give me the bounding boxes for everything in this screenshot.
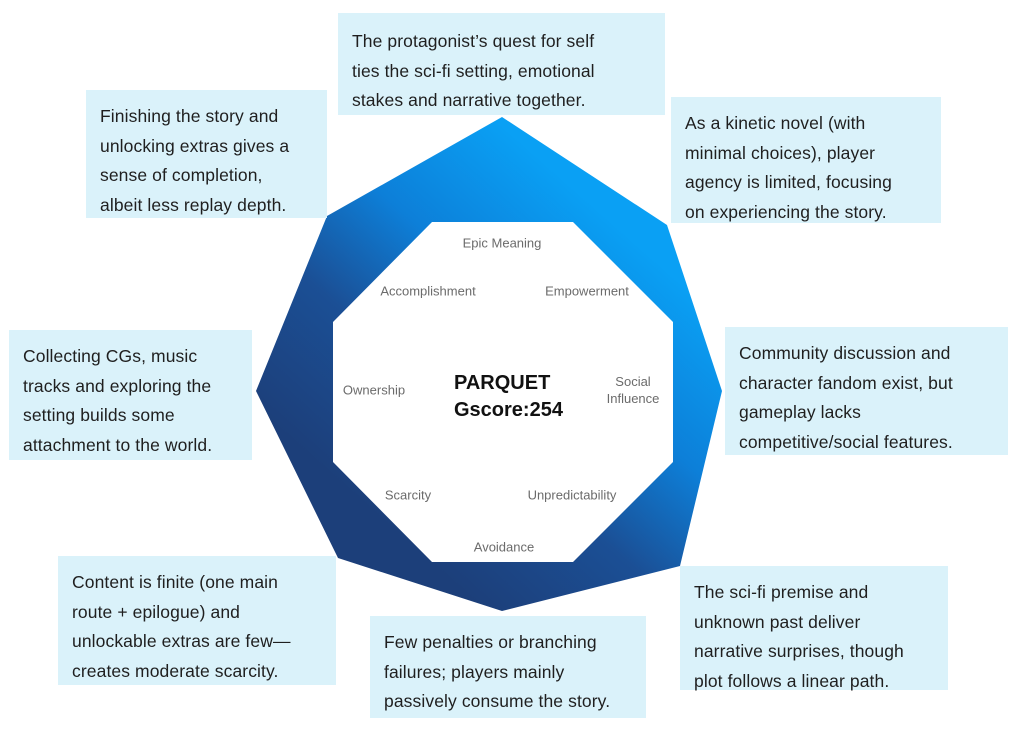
note-unpredictability: The sci-fi premise and unknown past deli… [680, 566, 948, 691]
dimension-label-social-influence: Social Influence [607, 373, 660, 407]
note-line: route + epilogue) and [72, 601, 240, 622]
dimension-label-accomplishment: Accomplishment [380, 283, 476, 299]
note-epic-meaning: The protagonist’s quest for self ties th… [338, 13, 665, 115]
center-title: PARQUET Gscore:254 [454, 370, 563, 424]
note-line: failures; players mainly [384, 661, 565, 682]
octagon-ring [256, 117, 722, 611]
note-line: passively consume the story. [384, 691, 611, 711]
note-line: stakes and narrative together. [352, 90, 586, 110]
note-line: Finishing the story and [100, 106, 279, 126]
note-line: ties the sci-fi setting, emotional [352, 60, 595, 81]
note-ownership: Collecting CGs, music tracks and explori… [9, 330, 252, 460]
gscore-label: Gscore:254 [454, 399, 563, 421]
note-line: albeit less replay depth. [100, 194, 287, 215]
note-empowerment: As a kinetic novel (with minimal choices… [671, 97, 941, 223]
note-accomplishment: Finishing the story and unlocking extras… [86, 90, 327, 218]
note-line: creates moderate scarcity. [72, 660, 279, 681]
note-line: sense of completion, [100, 165, 263, 185]
note-line: gameplay lacks [739, 402, 862, 422]
game-title: PARQUET [454, 372, 551, 394]
note-line: Few penalties or branching [384, 632, 597, 652]
note-line: unknown past deliver [694, 611, 861, 632]
note-social-influence: Community discussion and character fando… [725, 327, 1008, 455]
note-line: plot follows a linear path. [694, 670, 890, 691]
note-avoidance: Few penalties or branching failures; pla… [370, 616, 646, 718]
note-line: attachment to the world. [23, 434, 213, 455]
social-influence-line-1: Social [615, 374, 651, 389]
note-line: unlockable extras are few— [72, 631, 291, 651]
note-line: The protagonist’s quest for self [352, 31, 595, 51]
note-line: Collecting CGs, music [23, 346, 198, 366]
note-line: character fandom exist, but [739, 372, 953, 393]
dimension-label-ownership: Ownership [342, 382, 406, 398]
note-scarcity: Content is finite (one main route + epil… [58, 556, 336, 685]
note-line: agency is limited, focusing [685, 172, 892, 192]
note-line: tracks and exploring the [23, 375, 212, 396]
dimension-label-empowerment: Empowerment [545, 283, 629, 299]
note-line: competitive/social features. [739, 431, 953, 452]
dimension-label-unpredictability: Unpredictability [527, 487, 617, 503]
dimension-label-epic-meaning: Epic Meaning [462, 235, 542, 251]
note-line: As a kinetic novel (with [685, 113, 866, 133]
social-influence-line-2: Influence [606, 391, 660, 406]
note-line: Content is finite (one main [72, 572, 279, 592]
note-line: narrative surprises, though [694, 641, 904, 661]
dimension-label-avoidance: Avoidance [473, 539, 535, 555]
note-line: Community discussion and [739, 343, 951, 363]
note-line: setting builds some [23, 405, 175, 425]
note-line: minimal choices), player [685, 142, 876, 163]
note-line: on experiencing the story. [685, 201, 887, 222]
note-line: The sci-fi premise and [694, 582, 869, 602]
note-line: unlocking extras gives a [100, 135, 290, 156]
dimension-label-scarcity: Scarcity [384, 487, 432, 503]
